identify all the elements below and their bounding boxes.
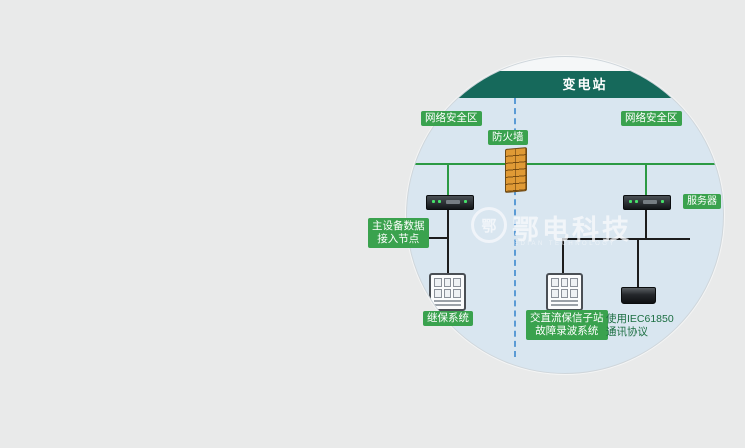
green-drop-left bbox=[447, 163, 449, 196]
green-drop-right bbox=[645, 163, 647, 196]
watermark-subtitle: EDIAN TECHNOLOGY bbox=[514, 241, 616, 247]
substation-title: 变电站 bbox=[562, 77, 608, 92]
zone-divider-dashed-line bbox=[514, 98, 516, 357]
access-node-label-line1: 主设备数据 bbox=[372, 220, 425, 232]
access-node-label-line2: 接入节点 bbox=[377, 233, 420, 245]
protection-relay-mid-icon bbox=[546, 273, 583, 311]
cable-access-node-link bbox=[421, 237, 449, 239]
zone-label-right: 网络安全区 bbox=[621, 111, 682, 126]
system-label-mid: 交直流保信子站 故障录波系统 bbox=[526, 310, 608, 340]
network-switch-right-icon bbox=[623, 195, 671, 210]
cable-right-bus bbox=[562, 238, 690, 240]
substation-banner: 变电站 bbox=[407, 71, 723, 98]
green-bus-line bbox=[407, 163, 723, 165]
cable-left-vertical bbox=[447, 208, 449, 274]
protocol-note: 使用IEC61850 通讯协议 bbox=[606, 313, 674, 339]
circle-top-cap bbox=[407, 57, 723, 71]
firewall-icon bbox=[505, 147, 527, 193]
cable-right-vertical bbox=[645, 208, 647, 239]
system-label-mid-line1: 交直流保信子站 bbox=[530, 312, 604, 324]
protocol-note-line2: 通讯协议 bbox=[606, 326, 648, 338]
watermark-logo-glyph: 鄂 bbox=[481, 217, 497, 235]
cable-drop-comm-box bbox=[637, 238, 639, 288]
watermark-title: 鄂电科技 bbox=[512, 215, 632, 245]
cable-drop-mid-relay bbox=[562, 238, 564, 274]
protocol-note-line1: 使用IEC61850 bbox=[606, 313, 674, 325]
comm-gateway-box-icon bbox=[621, 287, 656, 304]
system-label-mid-line2: 故障录波系统 bbox=[535, 325, 599, 337]
firewall-label: 防火墙 bbox=[488, 130, 528, 145]
network-switch-left-icon bbox=[426, 195, 474, 210]
access-node-label: 主设备数据 接入节点 bbox=[368, 218, 429, 248]
server-label: 服务器 bbox=[683, 194, 721, 209]
watermark-logo-icon: 鄂 bbox=[471, 207, 507, 243]
system-label-left: 继保系统 bbox=[423, 311, 473, 326]
protection-relay-left-icon bbox=[429, 273, 466, 311]
zone-label-left: 网络安全区 bbox=[421, 111, 482, 126]
